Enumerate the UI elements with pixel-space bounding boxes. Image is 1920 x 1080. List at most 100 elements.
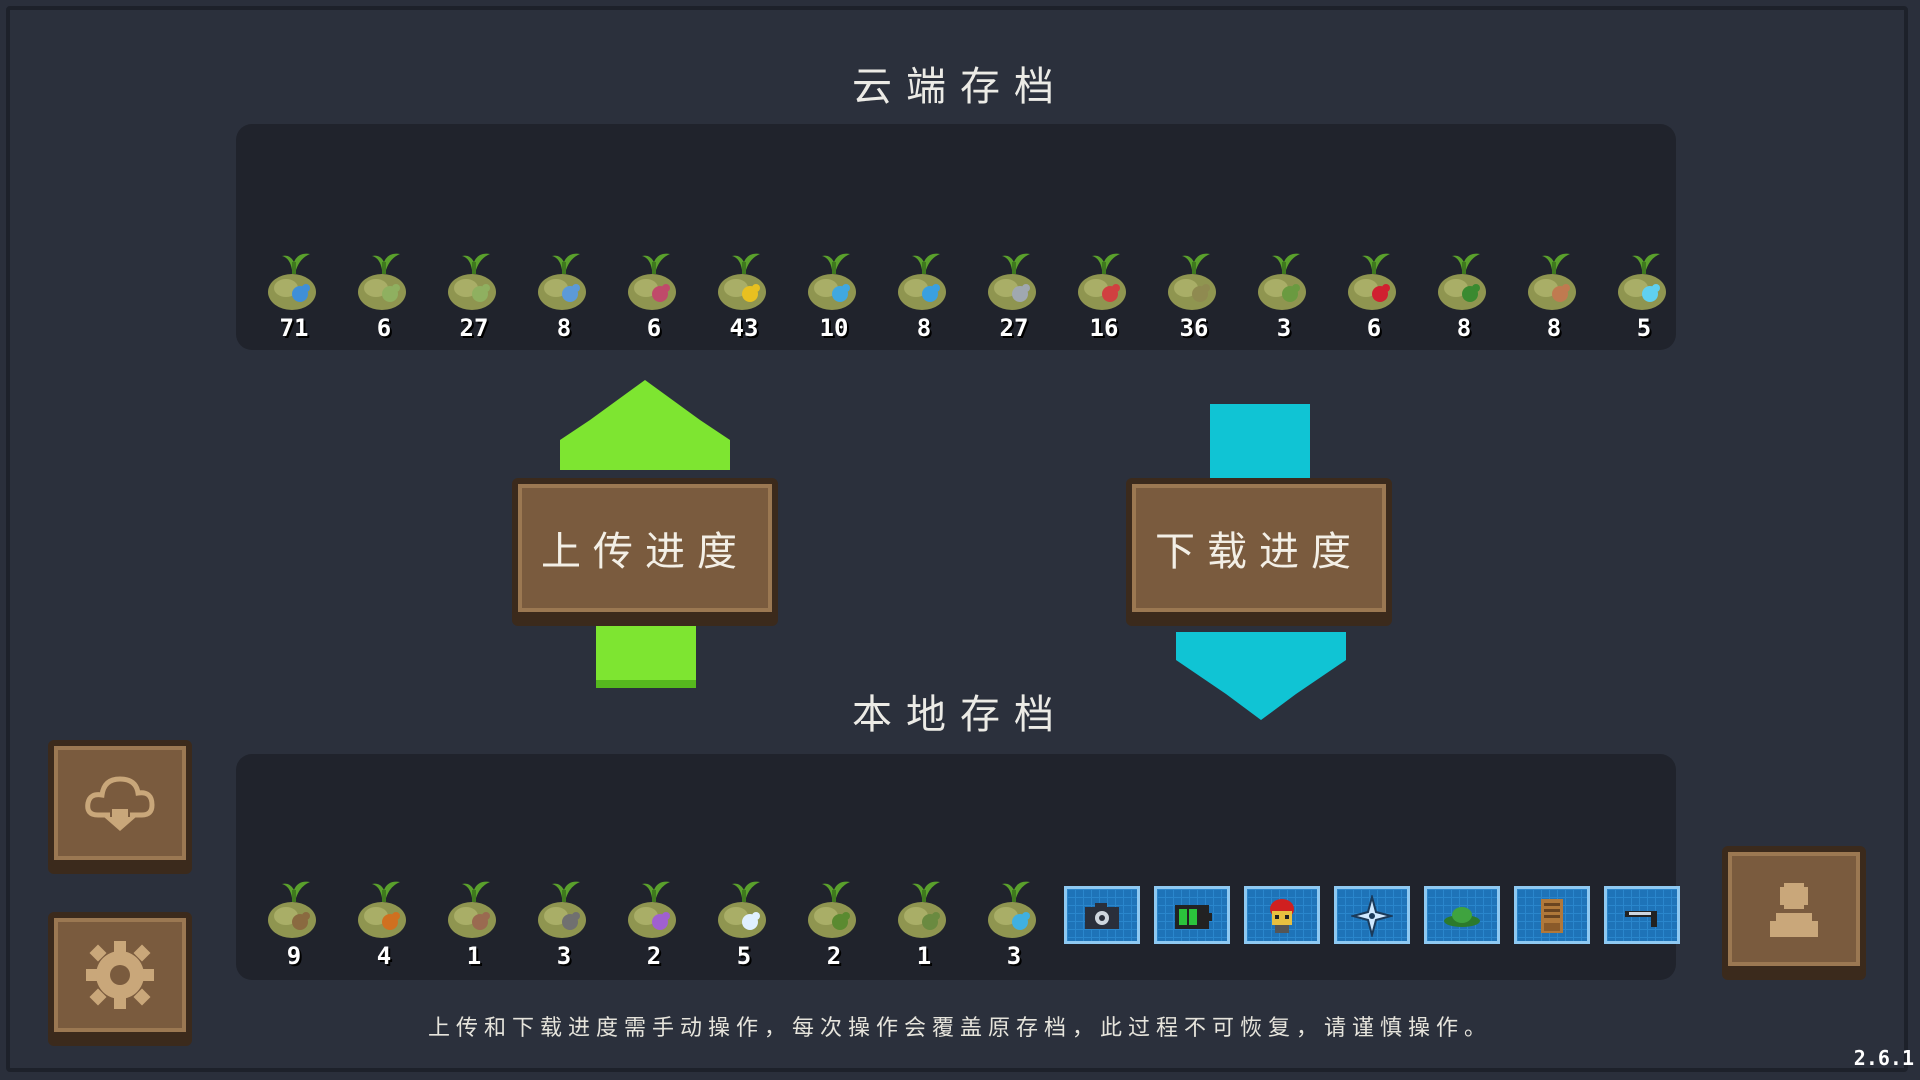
seed-bag-icon bbox=[988, 253, 1036, 310]
seed-bag-icon bbox=[808, 881, 856, 938]
seed-bag-icon bbox=[1078, 253, 1126, 310]
seed-bag-icon bbox=[538, 253, 586, 310]
seed-bag-icon bbox=[1528, 253, 1576, 310]
seed-count: 2 bbox=[646, 942, 662, 970]
local-seed-item: 3 bbox=[524, 876, 614, 976]
cloud-seed-item: 3 bbox=[1244, 248, 1334, 348]
version-label: 2.6.1 bbox=[1853, 1046, 1914, 1070]
download-progress-label: 下载进度 bbox=[1155, 529, 1363, 575]
local-seed-item: 4 bbox=[344, 876, 434, 976]
helmet-icon bbox=[1270, 899, 1294, 933]
seed-count: 8 bbox=[916, 314, 932, 342]
cloud-seed-item: 71 bbox=[254, 248, 344, 348]
cloud-download-icon bbox=[85, 776, 155, 831]
download-arrow-icon bbox=[1176, 404, 1346, 720]
cloud-seed-item: 8 bbox=[1514, 248, 1604, 348]
seed-count: 3 bbox=[556, 942, 572, 970]
seed-bag-icon bbox=[1618, 253, 1666, 310]
cloud-seed-item: 27 bbox=[974, 248, 1064, 348]
account-button[interactable] bbox=[1722, 846, 1866, 972]
cloud-seed-item: 6 bbox=[344, 248, 434, 348]
local-equipment-card bbox=[1244, 886, 1320, 944]
download-progress-button[interactable]: 下载进度 bbox=[1126, 478, 1392, 618]
cabinet-icon bbox=[1541, 899, 1563, 933]
local-equipment-card bbox=[1064, 886, 1140, 944]
camera-icon bbox=[1085, 903, 1119, 929]
cloud-seed-item: 16 bbox=[1064, 248, 1154, 348]
seed-bag-icon bbox=[898, 881, 946, 938]
local-equipment-card bbox=[1424, 886, 1500, 944]
seed-bag-icon bbox=[538, 881, 586, 938]
seed-count: 71 bbox=[279, 314, 309, 342]
local-seed-item: 9 bbox=[254, 876, 344, 976]
seed-bag-icon bbox=[628, 881, 676, 938]
cloud-seed-item: 6 bbox=[614, 248, 704, 348]
local-seed-item: 2 bbox=[794, 876, 884, 976]
cloud-seed-item: 27 bbox=[434, 248, 524, 348]
seed-count: 1 bbox=[916, 942, 932, 970]
local-seed-item: 1 bbox=[884, 876, 974, 976]
seed-count: 6 bbox=[646, 314, 662, 342]
upload-progress-label: 上传进度 bbox=[541, 529, 749, 575]
seed-bag-icon bbox=[628, 253, 676, 310]
local-seed-item: 1 bbox=[434, 876, 524, 976]
seed-bag-icon bbox=[268, 881, 316, 938]
cloud-seed-item: 43 bbox=[704, 248, 794, 348]
local-save-title: 本地存档 bbox=[852, 692, 1068, 738]
seed-count: 36 bbox=[1179, 314, 1209, 342]
seed-count: 8 bbox=[1456, 314, 1472, 342]
cloud-seed-item: 36 bbox=[1154, 248, 1244, 348]
seed-bag-icon bbox=[718, 881, 766, 938]
seed-bag-icon bbox=[1348, 253, 1396, 310]
cloud-seed-item: 6 bbox=[1334, 248, 1424, 348]
seed-bag-icon bbox=[1168, 253, 1216, 310]
seed-bag-icon bbox=[718, 253, 766, 310]
cloud-save-title: 云端存档 bbox=[852, 64, 1068, 110]
cloud-seed-item: 10 bbox=[794, 248, 884, 348]
seed-count: 5 bbox=[736, 942, 752, 970]
local-seed-item: 5 bbox=[704, 876, 794, 976]
local-seed-item: 3 bbox=[974, 876, 1064, 976]
seed-bag-icon bbox=[988, 881, 1036, 938]
local-equipment-card bbox=[1154, 886, 1230, 944]
seed-bag-icon bbox=[448, 881, 496, 938]
seed-bag-icon bbox=[1438, 253, 1486, 310]
seed-count: 27 bbox=[999, 314, 1029, 342]
seed-bag-icon bbox=[1258, 253, 1306, 310]
seed-count: 6 bbox=[1366, 314, 1382, 342]
seed-bag-icon bbox=[358, 881, 406, 938]
local-equipment-card bbox=[1334, 886, 1410, 944]
battery-icon bbox=[1175, 905, 1212, 929]
local-equipment-card bbox=[1514, 886, 1590, 944]
cloud-seed-item: 8 bbox=[1424, 248, 1514, 348]
seed-bag-icon bbox=[268, 253, 316, 310]
seed-count: 8 bbox=[556, 314, 572, 342]
upload-progress-button[interactable]: 上传进度 bbox=[512, 478, 778, 618]
local-seed-item: 2 bbox=[614, 876, 704, 976]
seed-bag-icon bbox=[898, 253, 946, 310]
cloud-download-side-button[interactable] bbox=[48, 740, 192, 866]
gun-icon bbox=[1625, 911, 1657, 927]
seed-bag-icon bbox=[448, 253, 496, 310]
cloud-seed-item: 8 bbox=[524, 248, 614, 348]
seed-count: 5 bbox=[1636, 314, 1652, 342]
local-equipment-card bbox=[1604, 886, 1680, 944]
seed-count: 9 bbox=[286, 942, 302, 970]
settings-button[interactable] bbox=[48, 912, 192, 1038]
hat-icon bbox=[1444, 907, 1480, 927]
cloud-seed-item: 5 bbox=[1604, 248, 1694, 348]
seed-count: 3 bbox=[1006, 942, 1022, 970]
gear-icon bbox=[86, 941, 154, 1009]
shuriken-icon bbox=[1351, 895, 1393, 937]
seed-count: 8 bbox=[1546, 314, 1562, 342]
cloud-seed-item: 8 bbox=[884, 248, 974, 348]
seed-count: 6 bbox=[376, 314, 392, 342]
warning-note: 上传和下载进度需手动操作，每次操作会覆盖原存档，此过程不可恢复，请谨慎操作。 bbox=[427, 1016, 1492, 1041]
seed-bag-icon bbox=[808, 253, 856, 310]
user-icon bbox=[1770, 883, 1818, 937]
seed-bag-icon bbox=[358, 253, 406, 310]
